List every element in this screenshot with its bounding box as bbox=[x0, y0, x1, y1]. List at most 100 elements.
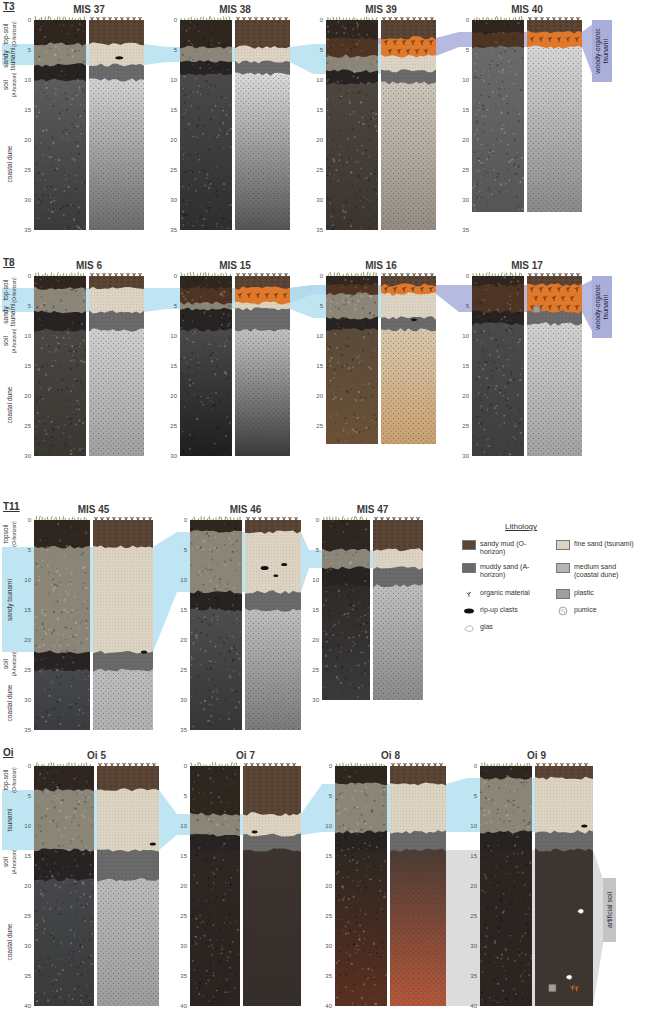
depth-scale-number: 0 bbox=[165, 273, 177, 279]
legend-text: muddy sand (A-horizon) bbox=[480, 563, 548, 579]
legend-swatch bbox=[556, 563, 570, 573]
horizon-label: (A-horizon) bbox=[12, 328, 17, 353]
soil-profile-drawing bbox=[472, 16, 582, 212]
profile-column: MIS 16 bbox=[326, 260, 436, 272]
soil-profile-drawing bbox=[34, 516, 153, 730]
depth-scale-number: 15 bbox=[457, 363, 469, 369]
depth-scale-number: 15 bbox=[457, 107, 469, 113]
horizon-label: (O-horizon) bbox=[12, 521, 17, 546]
profile-label: MIS 47 bbox=[322, 504, 423, 516]
depth-scale-number: 5 bbox=[165, 303, 177, 309]
legend-symbol bbox=[462, 623, 476, 633]
horizon-label: soil bbox=[3, 80, 10, 90]
legend-text: fine sand (tsunami) bbox=[574, 540, 642, 548]
profile-column: Oi 8 bbox=[335, 750, 446, 762]
depth-scale-number: 30 bbox=[19, 697, 31, 703]
depth-scale-number: 0 bbox=[19, 517, 31, 523]
profile-column: Oi 5 bbox=[34, 750, 159, 762]
horizon-label: (O-horizon) bbox=[12, 21, 17, 46]
profile-column: MIS 17 bbox=[472, 260, 582, 272]
legend-text: organic material bbox=[480, 589, 548, 597]
profile-column: MIS 6 bbox=[34, 260, 144, 272]
soil-profile-drawing bbox=[322, 516, 423, 700]
soil-profile-drawing bbox=[326, 17, 436, 231]
depth-scale-number: 15 bbox=[311, 107, 323, 113]
depth-scale-number: 10 bbox=[311, 333, 323, 339]
depth-scale-number: 15 bbox=[175, 607, 187, 613]
profile-label: Oi 5 bbox=[34, 750, 159, 762]
depth-scale-number: 35 bbox=[457, 227, 469, 233]
depth-scale-number: 20 bbox=[311, 393, 323, 399]
depth-scale-number: 10 bbox=[165, 333, 177, 339]
profile-label: MIS 15 bbox=[180, 260, 290, 272]
profile-column: MIS 38 bbox=[180, 4, 290, 16]
soil-profile-drawing bbox=[190, 516, 301, 730]
horizon-label: soil bbox=[3, 336, 10, 346]
legend-swatch bbox=[556, 540, 570, 550]
legend-heading: Lithology bbox=[505, 522, 537, 531]
depth-scale-number: 25 bbox=[165, 423, 177, 429]
depth-scale-number: 20 bbox=[465, 883, 477, 889]
depth-scale-number: 25 bbox=[457, 423, 469, 429]
depth-scale-number: 10 bbox=[465, 823, 477, 829]
depth-scale-number: 40 bbox=[175, 1003, 187, 1009]
depth-scale-number: 25 bbox=[175, 667, 187, 673]
soil-profile-drawing bbox=[480, 762, 593, 1006]
depth-scale-number: 15 bbox=[465, 853, 477, 859]
profile-column: MIS 45 bbox=[34, 504, 153, 516]
depth-scale-number: 20 bbox=[165, 393, 177, 399]
depth-scale-number: 15 bbox=[19, 363, 31, 369]
soil-profile-drawing bbox=[180, 16, 290, 230]
soil-profile-drawing bbox=[326, 272, 436, 444]
horizon-label: sandy tsunami bbox=[3, 300, 17, 330]
profile-column: MIS 47 bbox=[322, 504, 423, 516]
horizon-label: soil bbox=[3, 659, 10, 669]
depth-scale-number: 30 bbox=[165, 453, 177, 459]
depth-scale-number: 30 bbox=[320, 943, 332, 949]
depth-scale-number: 40 bbox=[19, 1003, 31, 1009]
depth-scale-number: 10 bbox=[175, 577, 187, 583]
depth-scale-number: 20 bbox=[19, 393, 31, 399]
soil-profile-drawing bbox=[180, 272, 290, 456]
soil-profile-drawing bbox=[335, 763, 446, 1006]
depth-scale-number: 10 bbox=[19, 577, 31, 583]
tsunami-type-label: woody-organic tsunami bbox=[594, 279, 609, 335]
horizon-label: top-soil bbox=[3, 23, 10, 44]
legend-item: sandy mud (O-horizon) bbox=[462, 540, 548, 556]
depth-scale-number: 20 bbox=[175, 637, 187, 643]
legend-swatch bbox=[556, 589, 570, 599]
profile-column: MIS 39 bbox=[326, 4, 436, 16]
profile-label: MIS 46 bbox=[190, 504, 301, 516]
profile-column: MIS 46 bbox=[190, 504, 301, 516]
depth-scale-number: 35 bbox=[311, 227, 323, 233]
legend-swatch bbox=[462, 563, 476, 573]
horizon-label: tsunami bbox=[7, 793, 14, 847]
depth-scale-number: 25 bbox=[19, 667, 31, 673]
depth-scale-number: 30 bbox=[457, 453, 469, 459]
depth-scale-number: 20 bbox=[175, 883, 187, 889]
legend-item: glas bbox=[462, 623, 548, 633]
depth-scale-number: 0 bbox=[311, 17, 323, 23]
depth-scale-number: 10 bbox=[320, 823, 332, 829]
depth-scale-number: 25 bbox=[320, 913, 332, 919]
depth-scale-number: 10 bbox=[19, 77, 31, 83]
depth-scale-number: 5 bbox=[465, 793, 477, 799]
depth-scale-number: 15 bbox=[307, 607, 319, 613]
horizon-label: (A-horizon) bbox=[12, 72, 17, 97]
depth-scale-number: 5 bbox=[19, 303, 31, 309]
depth-scale-number: 0 bbox=[165, 17, 177, 23]
depth-scale-number: 25 bbox=[465, 913, 477, 919]
horizon-label: top-soil bbox=[3, 769, 10, 790]
depth-scale-number: 35 bbox=[465, 973, 477, 979]
depth-scale-number: 0 bbox=[19, 17, 31, 23]
tsunami-type-label: artificial soil bbox=[606, 881, 614, 939]
depth-scale-number: 5 bbox=[165, 47, 177, 53]
depth-scale-number: 30 bbox=[311, 197, 323, 203]
depth-scale-number: 10 bbox=[457, 77, 469, 83]
depth-scale-number: 10 bbox=[19, 333, 31, 339]
depth-scale-number: 20 bbox=[457, 393, 469, 399]
depth-scale-number: 35 bbox=[19, 973, 31, 979]
depth-scale-number: 25 bbox=[19, 913, 31, 919]
horizon-label: coastal dune bbox=[7, 676, 14, 730]
